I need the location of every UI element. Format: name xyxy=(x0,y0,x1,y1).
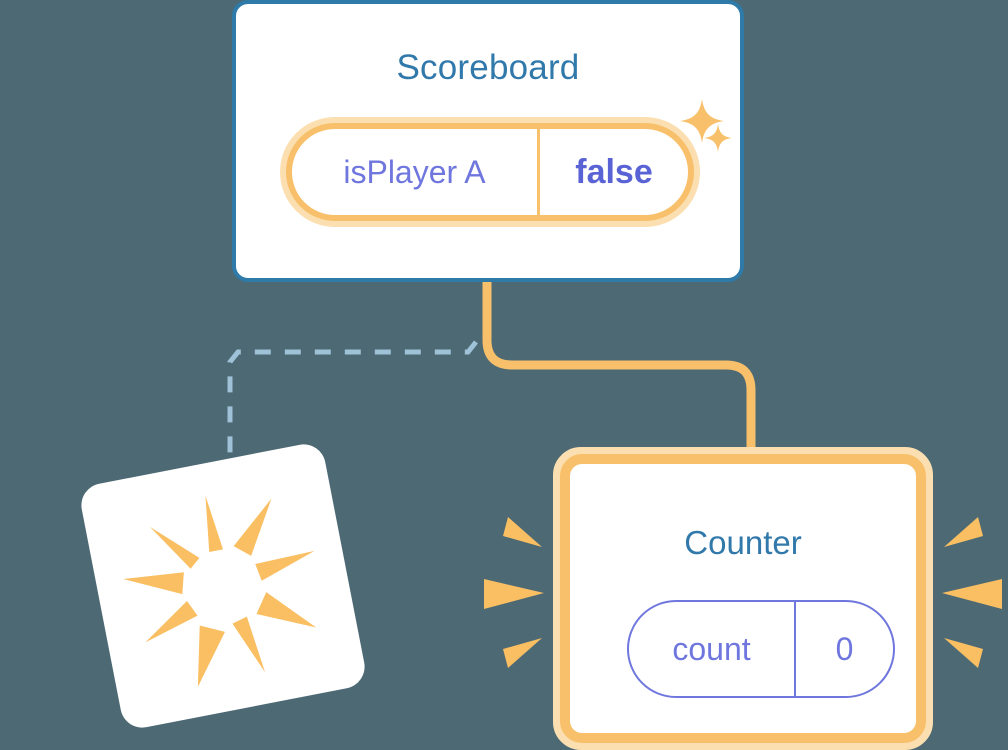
node-card-scoreboard[interactable]: Scoreboard isPlayer A false xyxy=(232,0,744,282)
scoreboard-pill-glow xyxy=(280,117,700,227)
counter-property-key: count xyxy=(629,602,796,696)
counter-left-rays-icon xyxy=(484,517,544,668)
sparkle-large-icon xyxy=(680,99,724,143)
scoreboard-pill-body[interactable]: isPlayer A false xyxy=(286,123,694,221)
flash-card[interactable] xyxy=(77,440,369,732)
counter-property-pill[interactable]: count 0 xyxy=(627,600,895,698)
scoreboard-property-value: false xyxy=(575,152,653,191)
flash-card-burst-icon xyxy=(123,495,317,687)
scoreboard-property-key: isPlayer A xyxy=(292,129,540,215)
sparkle-small-icon xyxy=(704,124,732,152)
scoreboard-property-pill[interactable]: isPlayer A false xyxy=(280,117,700,227)
connector-scoreboard-to-flash-card xyxy=(227,340,478,468)
counter-title: Counter xyxy=(684,524,802,561)
counter-right-rays-icon xyxy=(942,517,1002,668)
counter-property-value: 0 xyxy=(835,630,854,667)
counter-card-body[interactable]: Counter count 0 xyxy=(560,454,926,743)
node-card-counter[interactable]: Counter count 0 xyxy=(553,447,933,750)
scoreboard-title: Scoreboard xyxy=(396,48,580,87)
connector-scoreboard-to-counter xyxy=(482,280,756,455)
